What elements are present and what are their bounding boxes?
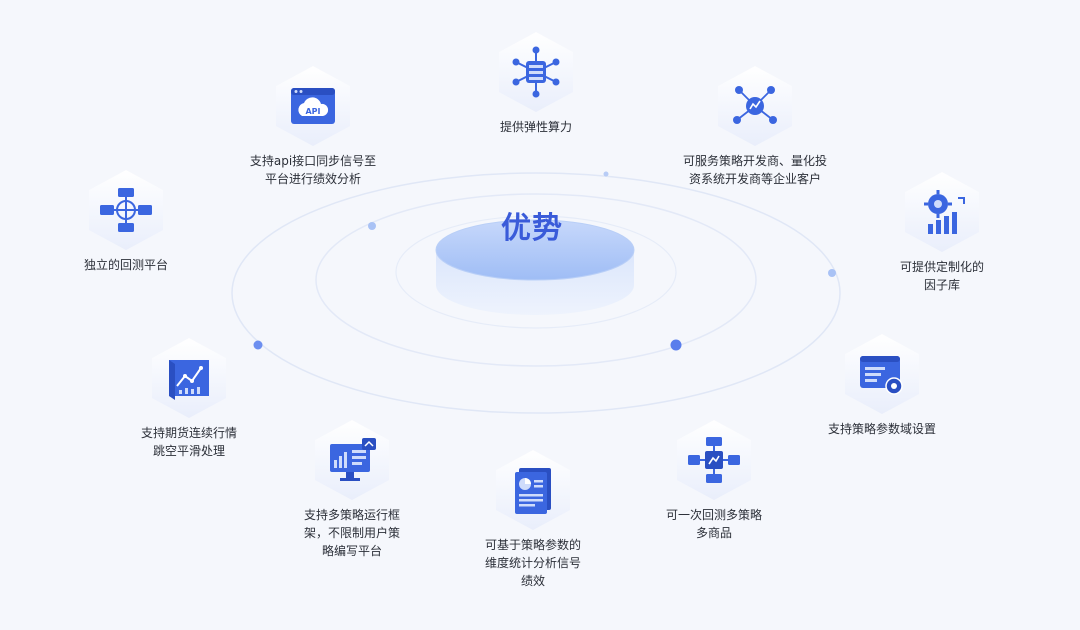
node-label: 可基于策略参数的 维度统计分析信号 绩效 [484,538,581,588]
node-multi-strategy-framework: 支持多策略运行框 架，不限制用户策 略编写平台 [290,420,414,560]
center-title: 优势 [501,211,563,246]
node-futures-smoothing: 支持期货连续行情 跳空平滑处理 [122,338,256,460]
node-param-domain: 支持策略参数域设置 [812,334,952,438]
node-label: 支持多策略运行框 架，不限制用户策 略编写平台 [303,508,400,558]
network-nodes-icon [733,86,777,124]
chart-map-icon [169,360,209,400]
node-label: 支持策略参数域设置 [827,422,936,436]
node-label: 可一次回测多策略 多商品 [665,508,762,540]
api-cloud-icon: API [291,88,335,124]
report-document-icon [515,468,551,514]
node-elastic-compute: 提供弹性算力 [472,32,600,136]
monitor-dashboard-icon [330,438,376,481]
gear-chart-icon [924,190,965,234]
settings-window-icon [860,356,903,395]
svg-text:API: API [305,107,320,116]
node-label: 支持期货连续行情 跳空平滑处理 [140,426,237,458]
node-independent-platform: 独立的回测平台 [64,170,188,274]
node-label: 可服务策略开发商、量化投 资系统开发商等企业客户 [682,154,827,186]
node-label: 支持api接口同步信号至 平台进行绩效分析 [249,154,377,186]
node-label: 提供弹性算力 [499,120,572,134]
node-api-sync: API 支持api接口同步信号至 平台进行绩效分析 [234,66,392,188]
node-label: 独立的回测平台 [83,258,168,272]
node-param-statistics: 可基于策略参数的 维度统计分析信号 绩效 [468,450,598,590]
multi-product-icon [688,437,740,483]
node-multi-product-backtest: 可一次回测多策略 多商品 [652,420,776,542]
server-network-icon [512,46,560,98]
node-factor-library: 可提供定制化的 因子库 [878,172,1006,294]
node-label: 可提供定制化的 因子库 [899,260,984,292]
node-enterprise-clients: 可服务策略开发商、量化投 资系统开发商等企业客户 [664,66,846,188]
hierarchy-icon [100,188,152,232]
